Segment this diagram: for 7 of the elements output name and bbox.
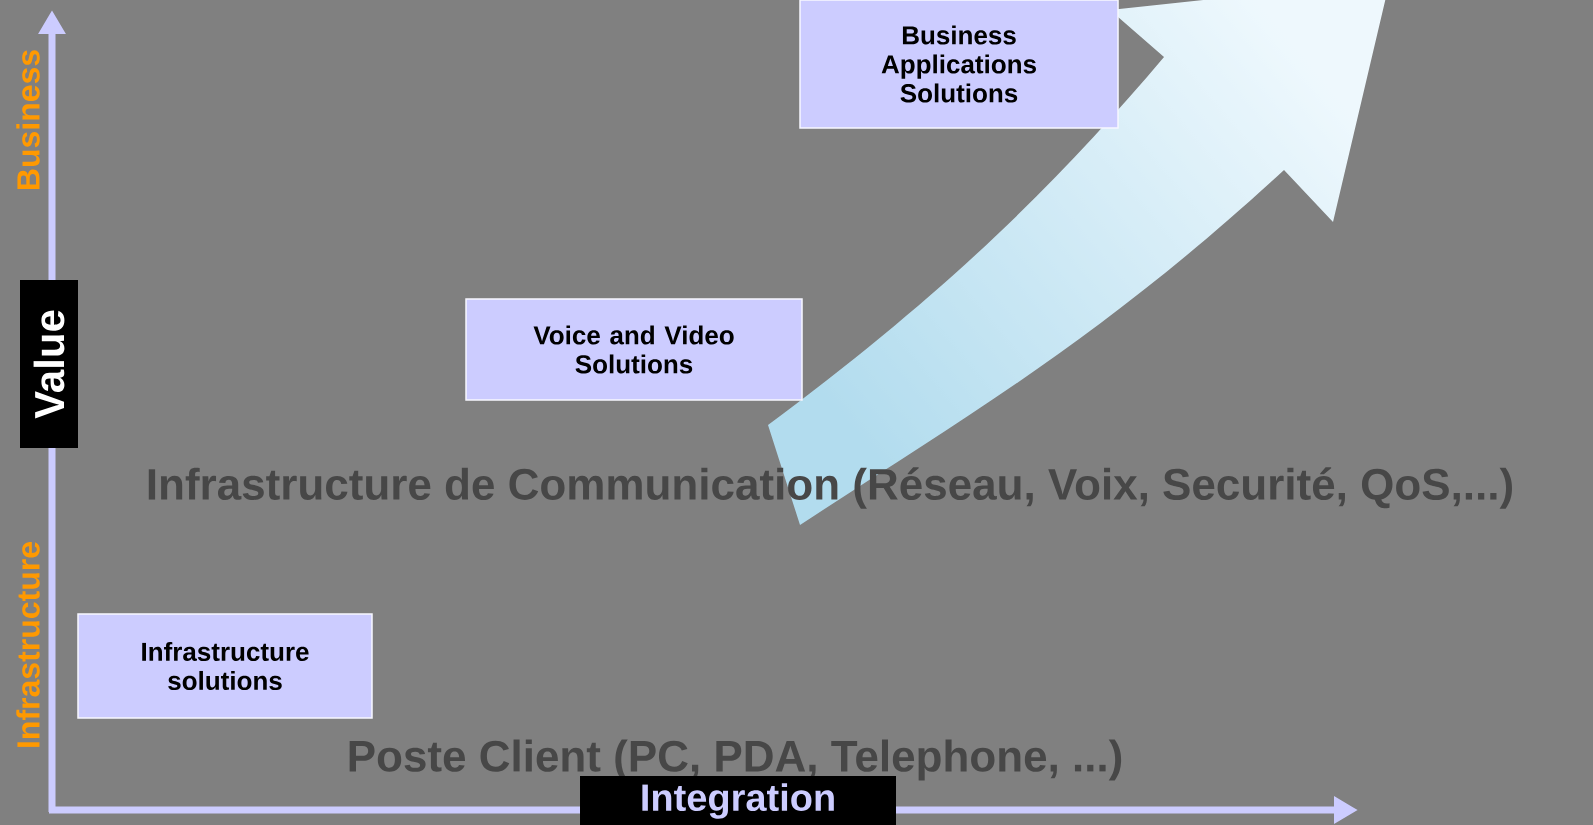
solution-box: Voice and Video Solutions bbox=[465, 298, 803, 401]
axis-title: Value bbox=[20, 280, 78, 448]
axis-label: Infrastructure bbox=[16, 542, 40, 747]
solution-box: Business Applications Solutions bbox=[799, 0, 1119, 129]
axis-label: Business bbox=[16, 50, 40, 189]
axis-title: Integration bbox=[580, 776, 896, 825]
solution-box: Infrastructure solutions bbox=[77, 613, 373, 719]
